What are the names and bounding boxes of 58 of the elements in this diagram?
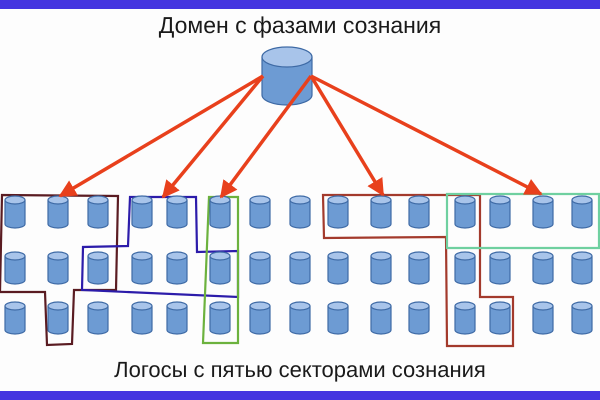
- database-cylinder: [210, 252, 230, 284]
- database-cylinder: [533, 252, 553, 284]
- diagram-caption: Логосы с пятью секторами сознания: [113, 357, 487, 383]
- database-cylinder: [167, 196, 187, 228]
- arrow: [220, 74, 312, 198]
- database-cylinder: [210, 196, 230, 228]
- database-cylinder: [88, 252, 108, 284]
- database-cylinder: [572, 302, 592, 334]
- database-cylinder: [328, 252, 348, 284]
- database-cylinder: [132, 302, 152, 334]
- database-cylinder: [371, 252, 391, 284]
- arrow: [310, 74, 543, 196]
- database-cylinder: [48, 252, 68, 284]
- database-cylinder: [490, 302, 510, 334]
- database-cylinder: [132, 196, 152, 228]
- arrow: [310, 75, 384, 196]
- database-cylinder: [290, 252, 310, 284]
- database-cylinder: [409, 302, 429, 334]
- database-cylinder: [5, 302, 25, 334]
- database-cylinder: [290, 302, 310, 334]
- database-cylinder: [88, 196, 108, 228]
- database-cylinder: [250, 196, 270, 228]
- database-cylinder: [250, 302, 270, 334]
- database-cylinder: [262, 47, 312, 105]
- database-cylinder: [371, 302, 391, 334]
- database-cylinder: [210, 302, 230, 334]
- diagram-title: Домен с фазами сознания: [158, 12, 442, 39]
- database-cylinder: [490, 196, 510, 228]
- arrow: [58, 74, 264, 198]
- database-cylinder: [88, 302, 108, 334]
- database-cylinder: [572, 252, 592, 284]
- database-cylinder: [132, 252, 152, 284]
- database-cylinder: [455, 196, 475, 228]
- database-cylinder: [455, 252, 475, 284]
- database-cylinder: [5, 252, 25, 284]
- sector-outline: [0, 195, 118, 345]
- database-cylinder: [48, 302, 68, 334]
- arrow: [162, 74, 264, 198]
- database-cylinder: [5, 196, 25, 228]
- database-cylinder: [533, 196, 553, 228]
- sector-outline: [323, 195, 513, 346]
- database-cylinder: [409, 252, 429, 284]
- database-cylinder: [409, 196, 429, 228]
- database-cylinder: [371, 196, 391, 228]
- database-cylinder: [455, 302, 475, 334]
- database-cylinder: [167, 252, 187, 284]
- database-cylinder: [290, 196, 310, 228]
- database-cylinder: [490, 252, 510, 284]
- database-cylinder: [167, 302, 187, 334]
- database-cylinder: [250, 252, 270, 284]
- database-cylinder: [533, 302, 553, 334]
- database-cylinder: [328, 196, 348, 228]
- database-cylinder: [572, 196, 592, 228]
- sector-outline: [82, 197, 238, 297]
- database-cylinder: [328, 302, 348, 334]
- sector-outline: [203, 197, 238, 343]
- sector-outline: [447, 194, 599, 248]
- database-cylinder: [48, 196, 68, 228]
